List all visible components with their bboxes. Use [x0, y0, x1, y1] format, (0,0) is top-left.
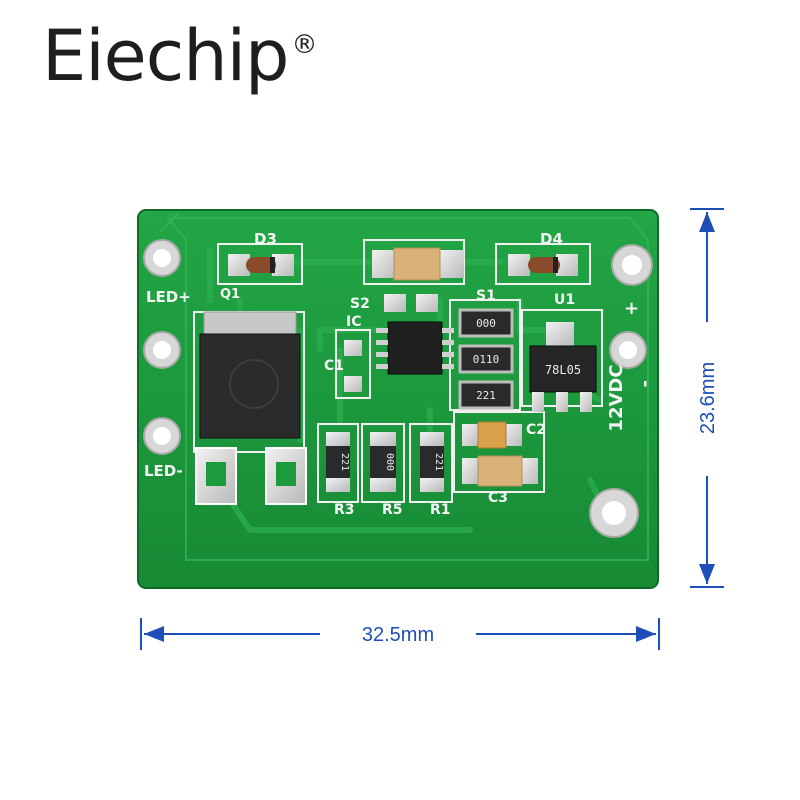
label-c2: C2	[526, 422, 546, 438]
marking-r-mid: 0110	[473, 353, 500, 366]
label-c3: C3	[488, 490, 508, 506]
capacitor-c3	[462, 455, 538, 487]
resistor-r3-body	[326, 432, 350, 492]
height-label: 23.6mm	[697, 362, 719, 434]
label-ic: IC	[346, 314, 361, 330]
label-minus: -	[635, 380, 656, 387]
capacitor-c2	[462, 421, 522, 449]
label-r1: R1	[430, 502, 451, 518]
label-plus: +	[624, 298, 639, 319]
label-s1: S1	[476, 288, 496, 304]
height-dimension: 23.6mm	[690, 208, 724, 588]
mounting-holes	[143, 239, 653, 538]
registered-mark: ®	[291, 30, 317, 60]
marking-r-low: 221	[476, 389, 496, 402]
label-r5: R5	[382, 502, 403, 518]
label-r3: R3	[334, 502, 355, 518]
capacitor-top	[372, 247, 464, 281]
marking-r5: 000	[384, 453, 395, 471]
resistor-r5-body	[370, 432, 396, 492]
marking-r3: 221	[339, 453, 350, 471]
label-led-minus: LED-	[144, 462, 183, 480]
width-dimension: 32.5mm	[140, 618, 660, 650]
resistor-r1-body	[420, 432, 444, 492]
label-led-plus: LED+	[146, 288, 191, 306]
width-label: 32.5mm	[362, 624, 434, 646]
regulator-u1	[529, 322, 597, 412]
mosfet-q1	[199, 311, 301, 439]
label-d4: D4	[540, 230, 563, 248]
diode-d4	[508, 254, 578, 276]
diode-d3	[228, 254, 294, 276]
label-q1: Q1	[220, 287, 240, 302]
marking-r-top: 000	[476, 317, 496, 330]
label-d3: D3	[254, 230, 277, 248]
brand-name: Eiechip	[42, 15, 289, 97]
label-u1: U1	[554, 292, 575, 308]
resistor-stack	[458, 308, 514, 410]
label-s2: S2	[350, 296, 370, 312]
brand-logo: Eiechip®	[42, 14, 317, 98]
marking-r1: 221	[433, 453, 444, 471]
silk-outlines	[193, 239, 603, 503]
label-voltage: 12VDC	[606, 364, 627, 431]
label-c1: C1	[324, 358, 344, 374]
led-pads	[195, 447, 307, 505]
marking-regulator: 78L05	[545, 363, 581, 377]
ic-chip	[344, 294, 454, 392]
